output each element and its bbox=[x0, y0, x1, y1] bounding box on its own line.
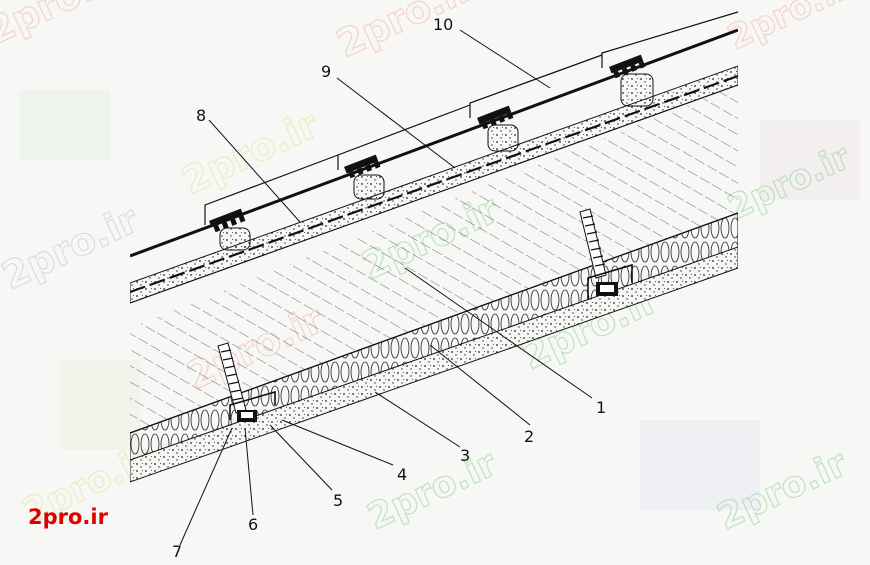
leader-7 bbox=[179, 427, 233, 546]
bg-tile bbox=[760, 120, 860, 200]
roof-section bbox=[130, 11, 738, 483]
tile-outline bbox=[204, 154, 339, 225]
lower-screed-layer bbox=[130, 246, 738, 483]
callout-8: 8 bbox=[196, 106, 206, 125]
slab-top-line bbox=[130, 84, 738, 304]
bg-tile bbox=[640, 420, 760, 510]
tile-clip bbox=[609, 54, 646, 79]
callout-6: 6 bbox=[248, 515, 258, 534]
leader-5 bbox=[269, 424, 333, 491]
leader-4 bbox=[281, 419, 394, 466]
anchor-right bbox=[579, 208, 633, 300]
callout-4: 4 bbox=[397, 465, 407, 484]
mortar-pad bbox=[353, 174, 385, 200]
leader-2 bbox=[429, 344, 531, 426]
mortar-pad bbox=[487, 124, 519, 152]
tile-clip bbox=[477, 105, 514, 130]
callout-9: 9 bbox=[321, 62, 331, 81]
tile-outline bbox=[337, 104, 471, 170]
leader-10 bbox=[459, 29, 551, 89]
tile-outline bbox=[601, 11, 738, 68]
bg-tile bbox=[60, 360, 140, 450]
leader-6 bbox=[244, 427, 254, 516]
callout-leaders bbox=[179, 29, 593, 546]
waterproof-membrane-dashed bbox=[130, 74, 738, 294]
tile-clip bbox=[344, 154, 381, 179]
tile-clip bbox=[209, 208, 246, 233]
callout-2: 2 bbox=[524, 427, 534, 446]
roof-tiles bbox=[204, 11, 738, 225]
bg-tile bbox=[20, 90, 110, 160]
tile-outline bbox=[469, 54, 603, 118]
callout-7: 7 bbox=[172, 542, 182, 561]
callout-labels: 1 2 3 4 5 6 7 8 9 10 bbox=[172, 15, 606, 561]
callout-3: 3 bbox=[460, 446, 470, 465]
structural-slab bbox=[130, 85, 738, 433]
mortar-pad bbox=[620, 73, 654, 107]
callout-10: 10 bbox=[433, 15, 453, 34]
leader-8 bbox=[208, 119, 301, 223]
leader-3 bbox=[374, 391, 461, 448]
brand-logo-text: 2pro.ir bbox=[28, 505, 109, 529]
callout-5: 5 bbox=[333, 491, 343, 510]
mortar-pad bbox=[219, 227, 251, 251]
tile-clips bbox=[209, 54, 654, 251]
callout-1: 1 bbox=[596, 398, 606, 417]
leader-9 bbox=[336, 77, 456, 169]
anchor-left bbox=[217, 342, 276, 422]
leader-1 bbox=[404, 267, 593, 399]
